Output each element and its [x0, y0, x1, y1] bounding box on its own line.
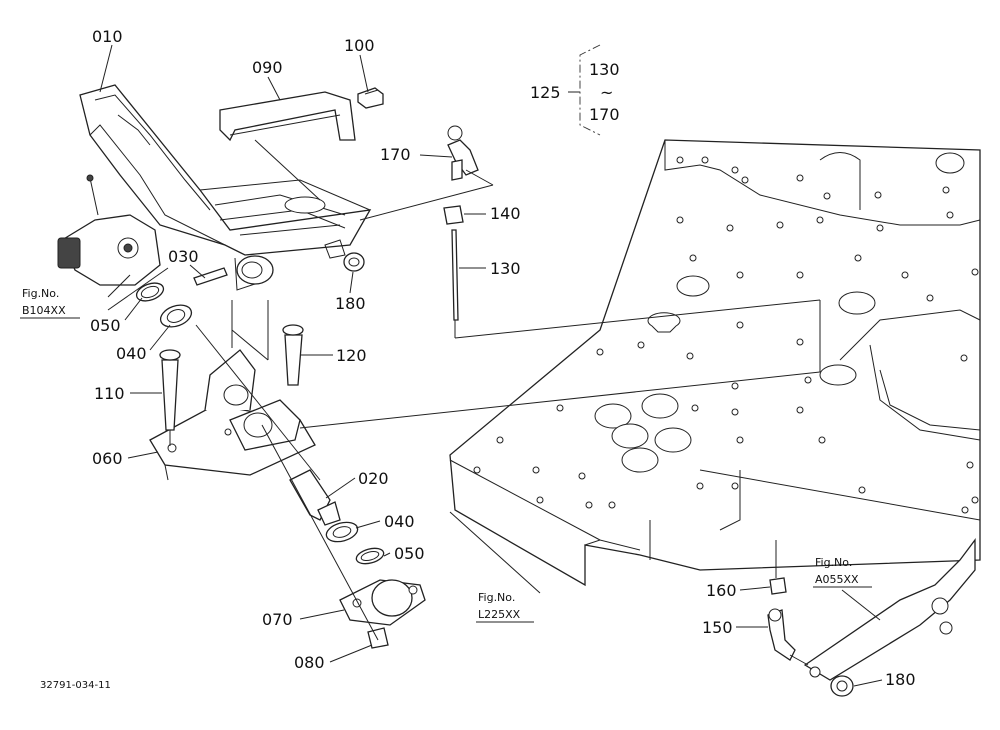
pedal-boss: [234, 255, 274, 291]
callout-110: 110: [94, 384, 125, 403]
lower-linkage: [803, 538, 976, 681]
callout-160: 160: [706, 581, 737, 600]
figref-l225-code: L225XX: [478, 608, 521, 621]
bolt-100: [357, 87, 384, 109]
callout-180-upper: 180: [335, 294, 366, 313]
callout-100: 100: [344, 36, 375, 55]
snap-ring-050-lower: [355, 547, 385, 565]
bolt-120: [282, 324, 304, 386]
callout-170-range: 170: [589, 105, 620, 124]
bolt-110: [159, 349, 181, 431]
figref-b104-code: B104XX: [22, 304, 66, 317]
pin-030: [193, 267, 228, 286]
figref-a055-code: A055XX: [815, 573, 859, 586]
ball-joint-170: [447, 125, 479, 181]
callout-125: 125: [530, 83, 561, 102]
callout-150: 150: [702, 618, 733, 637]
drawing-id: 32791-034-11: [40, 680, 111, 691]
range-bracket-125: [568, 44, 601, 136]
callout-010: 010: [92, 27, 123, 46]
pedal-sensor: [57, 174, 161, 286]
callout-050-lower: 050: [394, 544, 425, 563]
bracket-090: [219, 91, 356, 142]
shaft-020: [289, 469, 341, 526]
figref-a055-title: Fig.No.: [815, 556, 852, 569]
nut-160: [769, 577, 787, 595]
assembly-lines: [107, 139, 821, 666]
callout-090: 090: [252, 58, 283, 77]
range-tilde: ~: [600, 83, 613, 102]
seal-040-upper: [159, 304, 193, 328]
bolt-080: [367, 627, 389, 649]
figref-l225-title: Fig.No.: [478, 591, 515, 604]
callout-040-lower: 040: [384, 512, 415, 531]
callout-labels: 010 090 100 170 140 130 180 030 050 040 …: [90, 27, 916, 689]
callout-130-range: 130: [589, 60, 620, 79]
nut-140: [443, 205, 464, 225]
frame-small-holes: [473, 156, 979, 514]
rod-130: [451, 229, 459, 321]
callout-140: 140: [490, 204, 521, 223]
snap-ring-050-upper: [135, 282, 165, 302]
callout-060: 060: [92, 449, 123, 468]
leader-lines: [99, 44, 883, 687]
callout-070: 070: [262, 610, 293, 629]
nut-180-lower: [830, 675, 854, 697]
pivot-bracket-070: [339, 579, 426, 626]
callout-020: 020: [358, 469, 389, 488]
callout-040-upper: 040: [116, 344, 147, 363]
callout-050-upper: 050: [90, 316, 121, 335]
callout-130: 130: [490, 259, 521, 278]
callout-030: 030: [168, 247, 199, 266]
callout-170-upper: 170: [380, 145, 411, 164]
ball-joint-150: [767, 608, 796, 661]
figure-references: Fig.No. B104XX Fig.No. L225XX Fig.No. A0…: [20, 287, 872, 623]
chassis-frame: [449, 139, 981, 587]
callout-080: 080: [294, 653, 325, 672]
callout-180-lower: 180: [885, 670, 916, 689]
callout-120: 120: [336, 346, 367, 365]
figref-b104-title: Fig.No.: [22, 287, 59, 300]
pedal-assembly: [79, 84, 372, 291]
nut-180-upper: [343, 252, 365, 272]
